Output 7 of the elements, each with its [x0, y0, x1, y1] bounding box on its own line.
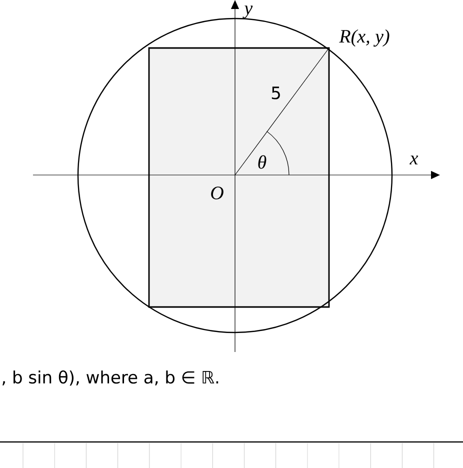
- statement-text: , b sin θ), where a, b ∈ ℝ.: [2, 370, 218, 386]
- point-label: R(x, y): [339, 29, 390, 47]
- origin-label: O: [211, 186, 224, 200]
- length-label: 5: [272, 86, 280, 100]
- angle-label: θ: [258, 155, 266, 169]
- axis-label: y: [242, 6, 253, 18]
- axis-label: x: [410, 156, 418, 164]
